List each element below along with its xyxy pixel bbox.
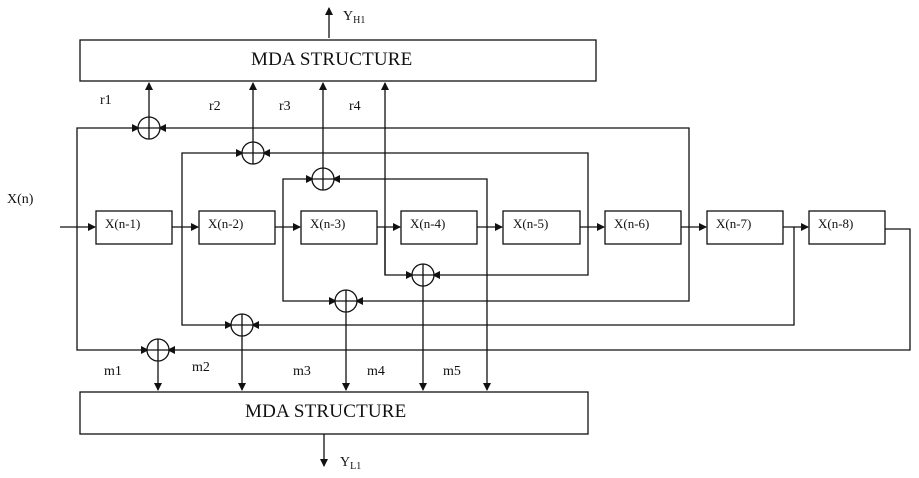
wire-xn6-to-r1 [158,124,690,227]
output-yh1-main: Y [343,9,354,24]
mda-top-title: MDA STRUCTURE [251,49,413,70]
signal-label-r4: r4 [349,99,361,114]
wire-xn7-to-m2 [251,227,795,329]
wire-xn-to-r1 [76,124,140,227]
delay-label-8: X(n-8) [818,216,854,231]
input-label: X(n) [7,192,34,207]
delay-block-4 [400,210,478,245]
delay-label-2: X(n-2) [208,216,244,231]
wire-xn3-to-m4 [384,227,414,279]
mda-bottom-title: MDA STRUCTURE [245,401,407,422]
signal-label-m4: m4 [367,364,385,379]
delay-block-7 [706,210,784,245]
wire-xn1-to-r2 [181,149,244,227]
wire-xn8-to-m1 [167,228,911,354]
signal-label-m5: m5 [443,364,461,379]
wire-xn2-to-r3 [282,175,314,227]
adder-m3 [334,289,358,313]
output-label-yl1: YL1 [340,456,361,472]
delay-label-3: X(n-3) [310,216,346,231]
wire-xn5-to-r2 [262,149,589,227]
output-yl1-main: Y [340,455,351,470]
delay-label-5: X(n-5) [513,216,549,231]
adder-m2 [230,313,254,337]
wire-xn4-to-r3 [332,175,488,227]
signal-label-m2: m2 [192,360,210,375]
wire-xn2-to-m3 [282,227,337,305]
adder-r3 [311,167,335,191]
adder-r1 [137,116,161,140]
adder-r2 [241,141,265,165]
delay-block-1 [95,210,173,245]
delay-block-6 [604,210,682,245]
signal-label-r2: r2 [209,99,221,114]
wire-xn5-to-m4 [432,227,589,279]
signal-label-m3: m3 [293,364,311,379]
mda-structure-top [79,39,597,82]
wire-xn-to-m1 [76,227,149,354]
delay-label-7: X(n-7) [716,216,752,231]
mda-structure-bottom [79,391,589,435]
adder-m1 [146,338,170,362]
adder-icon [137,116,435,362]
delay-label-1: X(n-1) [105,216,141,231]
output-label-yh1: YH1 [343,10,365,26]
delay-block-5 [502,210,581,245]
delay-block-2 [198,210,276,245]
wire-xn1-to-m2 [181,227,233,329]
output-yl1-sub: L1 [350,461,362,472]
adder-m4 [411,263,435,287]
signal-label-m1: m1 [104,364,122,379]
wire-xn6-to-m3 [355,227,690,305]
delay-block-8 [808,210,886,245]
delay-chain [60,210,886,245]
delay-label-6: X(n-6) [614,216,650,231]
signal-label-r1: r1 [100,93,112,108]
delay-label-4: X(n-4) [410,216,446,231]
output-yh1-sub: H1 [353,15,366,26]
signal-label-r3: r3 [279,99,291,114]
